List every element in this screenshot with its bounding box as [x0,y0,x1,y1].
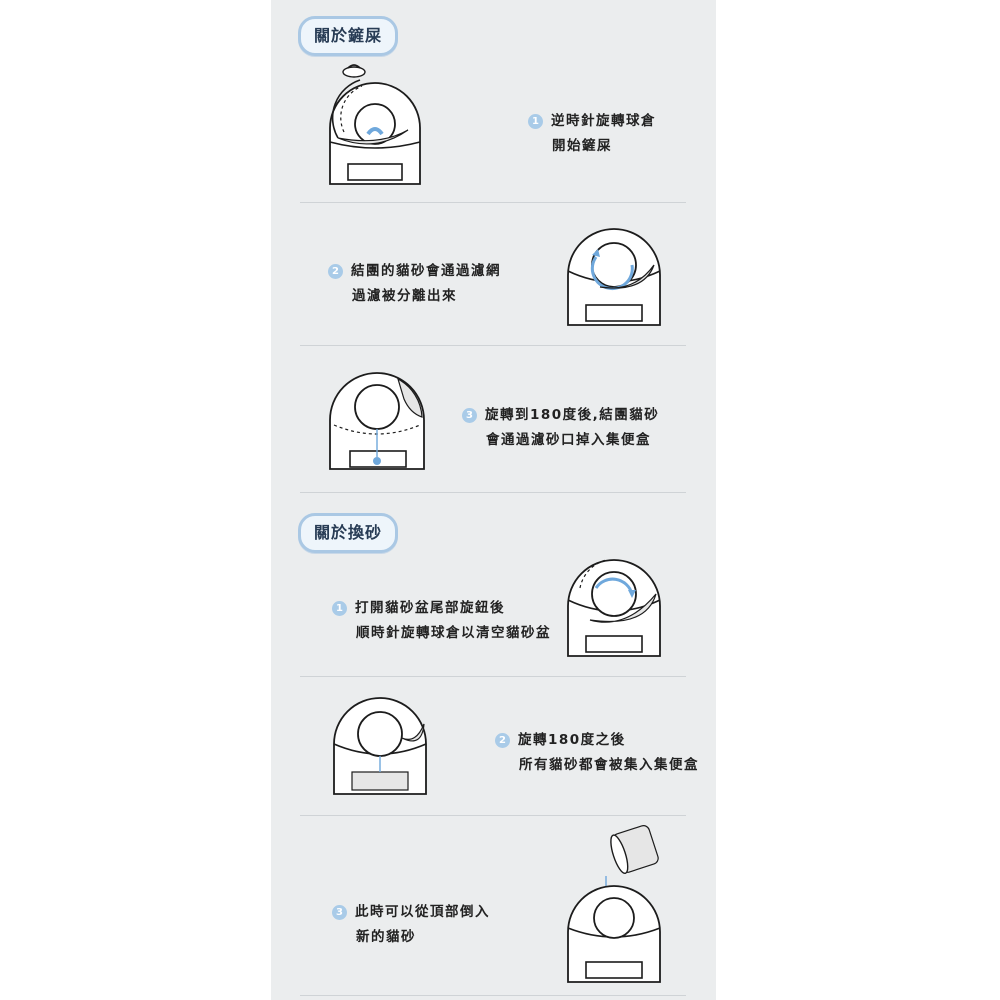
step-number: 1 [528,113,543,129]
sand-step-3: 3 此時可以從頂部倒入 新的貓砂 [332,900,490,950]
section-title-scooping: 關於鏟屎 [298,16,399,56]
step-text: 順時針旋轉球倉以清空貓砂盆 [356,625,551,641]
divider [300,676,686,677]
litter-box-illustration [567,825,661,983]
step-number: 3 [462,407,477,423]
litter-box-illustration [333,697,427,795]
step-text: 此時可以從頂部倒入 [355,904,490,920]
step-text: 所有貓砂都會被集入集便盒 [519,757,699,773]
litter-box-illustration [329,372,425,470]
sand-step-1: 1 打開貓砂盆尾部旋鈕後 順時針旋轉球倉以清空貓砂盆 [332,596,551,646]
litter-box-illustration [567,559,661,657]
step-text: 過濾被分離出來 [352,288,457,304]
step-text: 新的貓砂 [356,929,416,945]
step-text: 旋轉到180度後,結團貓砂 [485,407,660,423]
divider [300,995,686,996]
scoop-step-1: 1 逆時針旋轉球倉 開始鏟屎 [528,109,656,159]
step-number: 2 [328,263,343,279]
rotate-arrow-icon [594,577,634,595]
divider [300,815,686,816]
litter-box-illustration [567,228,661,326]
litter-box-illustration [329,64,421,185]
step-text: 開始鏟屎 [552,138,612,154]
sand-step-2: 2 旋轉180度之後 所有貓砂都會被集入集便盒 [495,728,699,778]
step-number: 3 [332,904,347,920]
step-text: 會通過濾砂口掉入集便盒 [486,432,651,448]
step-text: 結團的貓砂會通過濾網 [351,263,501,279]
divider [300,345,686,346]
scoop-step-2: 2 結團的貓砂會通過濾網 過濾被分離出來 [328,259,501,309]
divider [300,492,686,493]
scoop-lid-icon [342,66,366,78]
step-number: 2 [495,732,510,748]
poop-icon [366,127,384,136]
scoop-step-3: 3 旋轉到180度後,結團貓砂 會通過濾砂口掉入集便盒 [462,403,659,453]
divider [300,202,686,203]
step-number: 1 [332,600,347,616]
step-text: 打開貓砂盆尾部旋鈕後 [355,600,505,616]
step-text: 逆時針旋轉球倉 [551,113,656,129]
sand-bag-icon [610,825,659,875]
section-title-changing-sand: 關於換砂 [298,513,399,553]
step-text: 旋轉180度之後 [518,732,626,748]
